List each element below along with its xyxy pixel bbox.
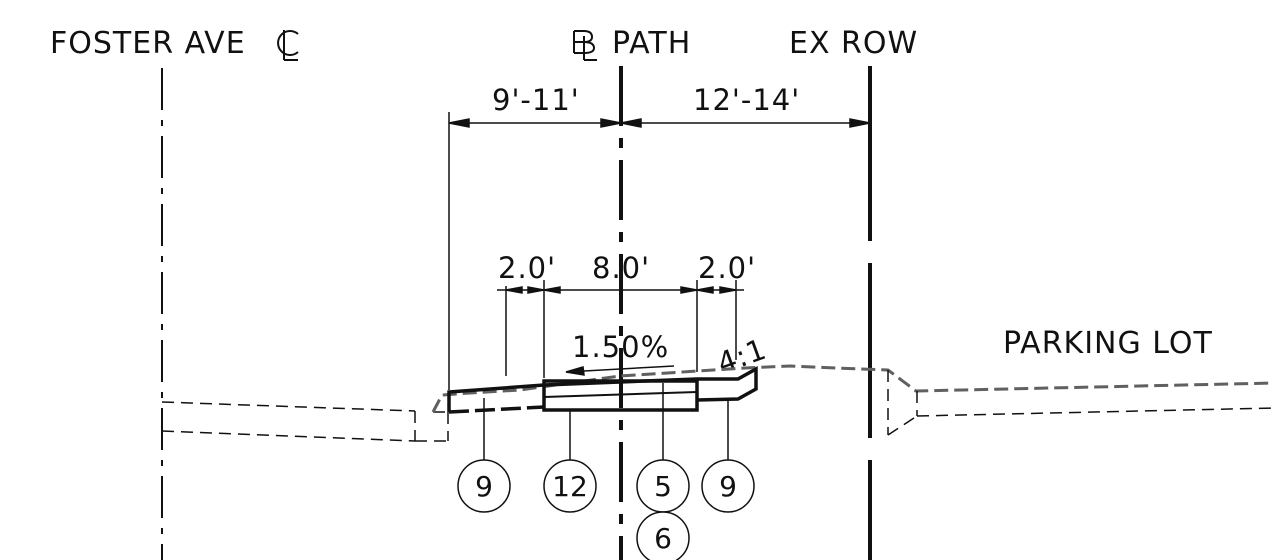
dim-right-offset: 12'-14' <box>693 83 800 117</box>
dim-shoulder-right: 2.0' <box>698 251 756 285</box>
svg-text:12: 12 <box>552 470 588 503</box>
ex-row-label: EX ROW <box>789 26 918 61</box>
svg-text:6: 6 <box>654 522 672 555</box>
callout-bubble-5: 5 <box>636 459 690 513</box>
baseline-symbol-path <box>573 30 597 61</box>
callout-bubble-6: 6 <box>636 511 690 560</box>
existing-ground-line <box>431 364 1274 413</box>
callout-bubble-9-right: 9 <box>701 459 755 513</box>
callout-bubble-9-left: 9 <box>457 459 511 513</box>
dim-left-offset: 9'-11' <box>492 83 580 117</box>
svg-text:9: 9 <box>719 470 737 503</box>
existing-road-left <box>161 401 449 442</box>
side-slope-label: 4:1 <box>713 332 771 381</box>
path-label: PATH <box>612 26 691 61</box>
pavement-layer-line <box>543 391 698 398</box>
svg-text:9: 9 <box>475 470 493 503</box>
cross-slope-arrow <box>565 365 675 376</box>
centerline-symbol-foster <box>277 30 299 61</box>
foster-ave-label: FOSTER AVE <box>50 26 246 61</box>
cross-slope-label: 1.50% <box>572 330 669 364</box>
top-dimension-lines <box>448 112 871 390</box>
dim-shoulder-left: 2.0' <box>498 251 556 285</box>
proposed-path-section <box>447 366 758 414</box>
parking-lot-label: PARKING LOT <box>1003 326 1213 361</box>
base-course-block <box>542 379 699 412</box>
path-width-dimension-lines <box>497 280 744 378</box>
callout-leaders <box>483 383 729 460</box>
parking-lot-edge <box>887 370 1274 436</box>
dim-path-width: 8.0' <box>592 251 650 285</box>
callout-bubble-12: 12 <box>543 459 597 513</box>
svg-text:5: 5 <box>654 470 672 503</box>
